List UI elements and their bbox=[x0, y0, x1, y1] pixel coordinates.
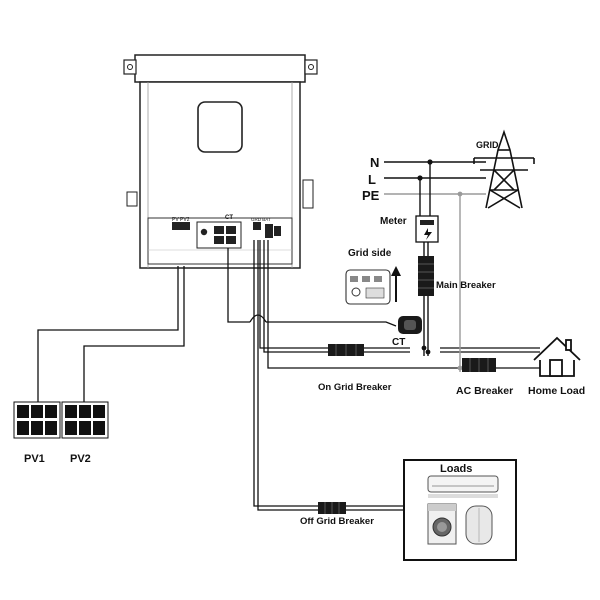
pv1-label: PV1 bbox=[24, 453, 45, 465]
main-breaker-label: Main Breaker bbox=[436, 280, 496, 291]
meter-label: Meter bbox=[380, 216, 407, 227]
meter-icon bbox=[415, 215, 439, 243]
solar-panel-icon bbox=[13, 401, 61, 439]
air-conditioner-icon bbox=[427, 475, 499, 498]
grid-side-label: Grid side bbox=[348, 248, 392, 259]
loads-label: Loads bbox=[440, 463, 472, 475]
on-grid-breaker-label: On Grid Breaker bbox=[318, 382, 392, 393]
ct-detail-icon bbox=[345, 266, 401, 305]
ac-breaker-label: AC Breaker bbox=[456, 385, 513, 397]
solar-panel-icon bbox=[61, 401, 109, 439]
svg-text:GRD BAT: GRD BAT bbox=[251, 217, 271, 222]
display-screen bbox=[197, 101, 243, 153]
grid-terminal bbox=[253, 222, 261, 230]
water-heater-icon bbox=[465, 505, 493, 545]
inverter: PV PV2 CT GRD BAT bbox=[123, 54, 318, 269]
ac-breaker-icon bbox=[462, 358, 496, 372]
neutral-label: N bbox=[370, 155, 379, 170]
pe-label: PE bbox=[362, 188, 380, 203]
off-grid-breaker-icon bbox=[318, 502, 346, 514]
ct-port-label: CT bbox=[225, 215, 233, 221]
house-icon bbox=[533, 336, 581, 377]
svg-text:PV PV2: PV PV2 bbox=[172, 217, 190, 223]
pv2-label: PV2 bbox=[70, 453, 91, 465]
loads-box bbox=[403, 459, 517, 561]
main-breaker-icon bbox=[418, 256, 434, 296]
power-tower-icon bbox=[473, 129, 535, 209]
load-terminal bbox=[265, 224, 273, 238]
on-grid-breaker-icon bbox=[328, 344, 364, 356]
pv-terminal bbox=[172, 222, 190, 230]
ct-label: CT bbox=[392, 337, 405, 348]
line-label: L bbox=[368, 172, 376, 187]
washing-machine-icon bbox=[427, 503, 457, 545]
grid-label: GRID bbox=[476, 140, 499, 150]
off-grid-breaker-label: Off Grid Breaker bbox=[300, 516, 374, 527]
grid-supply bbox=[384, 159, 486, 372]
ct-clamp-icon bbox=[398, 316, 422, 334]
home-load-label: Home Load bbox=[528, 385, 585, 397]
